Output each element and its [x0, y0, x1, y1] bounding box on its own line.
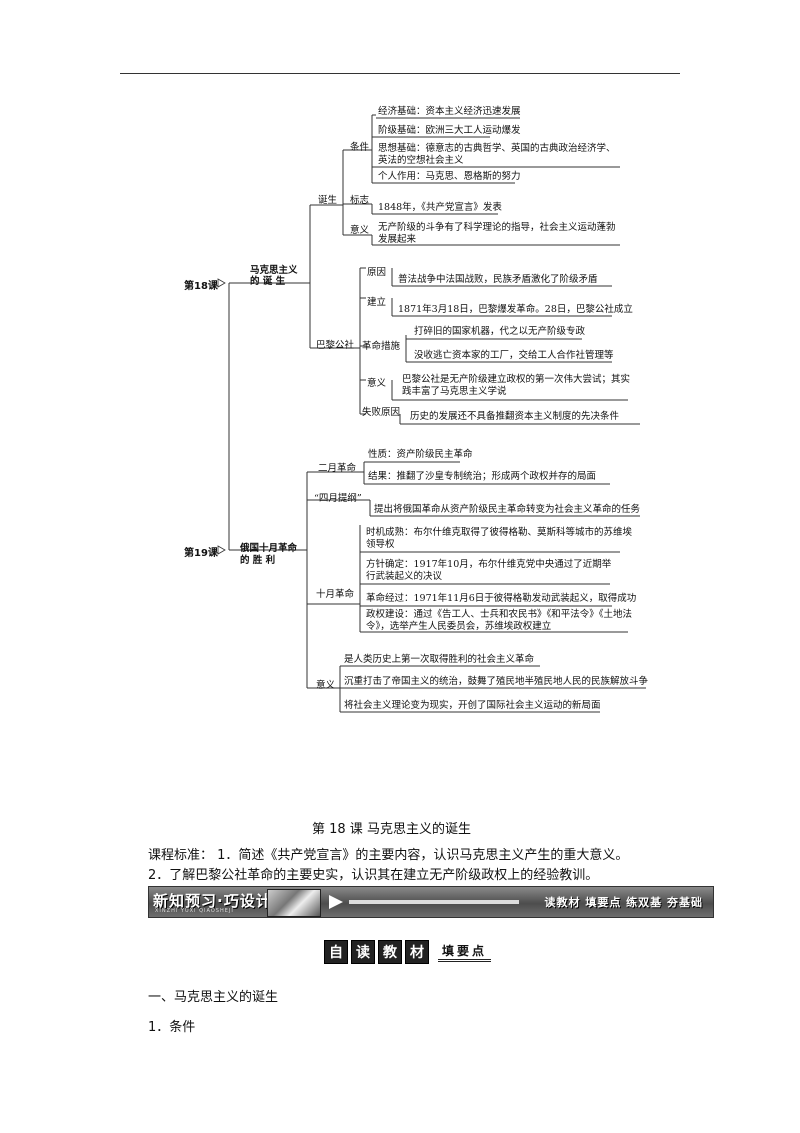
cause-label: 原因	[367, 267, 387, 278]
condition-item: 阶级基础：欧洲三大工人运动爆发	[378, 125, 521, 136]
banner-logo: 新知预习·巧设计	[153, 892, 272, 910]
symbol-text: 1848年，《共产党宣言》发表	[378, 202, 502, 213]
banner-band	[349, 900, 519, 904]
april-label: “四月提纲”	[314, 493, 362, 504]
lesson18-arrow-icon	[217, 278, 226, 288]
header-rule	[120, 73, 680, 74]
condition-item: 思想基础：德意志的古典哲学、英国的古典政治经济学、英法的空想社会主义	[378, 143, 616, 166]
banner-slogan: 读教材 填要点 练双基 夯基础	[544, 896, 703, 909]
self-read-char: 材	[405, 940, 429, 964]
failure-text: 历史的发展还不具备推翻资本主义制度的先决条件	[410, 411, 620, 422]
measure-item: 没收逃亡资本家的工厂，交给工人合作社管理等	[414, 350, 614, 361]
conditions-label: 条件	[350, 142, 370, 153]
birth-meaning-text: 无产阶级的斗争有了科学理论的指导，社会主义运动蓬勃发展起来	[378, 222, 616, 245]
founding-label: 建立	[367, 297, 387, 308]
measure-item: 打碎旧的国家机器，代之以无产阶级专政	[414, 326, 586, 337]
commune-meaning-label: 意义	[367, 378, 387, 389]
lesson19-title-2: 的 胜 利	[240, 555, 276, 566]
april-text: 提出将俄国革命从资产阶级民主革命转变为社会主义革命的任务	[374, 504, 641, 515]
founding-text: 1871年3月18日，巴黎爆发革命。28日，巴黎公社成立	[398, 304, 633, 315]
oct-meaning-label: 意义	[316, 680, 336, 691]
feb-item: 性质：资产阶级民主革命	[368, 449, 473, 460]
standard-line-2: 2．了解巴黎公社革命的主要史实，认识其在建立无产阶级政权上的经验教训。	[148, 868, 599, 883]
birth-label: 诞生	[318, 195, 338, 206]
lesson18-title-2: 的 诞 生	[250, 276, 286, 287]
lesson19-title-1: 俄国十月革命	[240, 543, 298, 554]
lesson18-label: 第18课	[184, 281, 218, 292]
commune-label: 巴黎公社	[316, 340, 355, 351]
failure-label: 失败原因	[362, 407, 401, 418]
lesson18-title-1: 马克思主义	[250, 265, 298, 276]
self-read-char: 读	[351, 940, 375, 964]
oct-item: 革命经过：1971年11月6日于彼得格勒发动武装起义，取得成功	[366, 593, 637, 604]
measures-label: 革命措施	[362, 341, 401, 352]
section-heading: 一、马克思主义的诞生	[148, 990, 279, 1005]
standard-line-1: 课程标准： 1．简述《共产党宣言》的主要内容，认识马克思主义产生的重大意义。	[148, 848, 629, 863]
symbol-label: 标志	[350, 195, 370, 206]
banner-subtitle: XINZHI YUXI QIAOSHEJI	[155, 908, 234, 914]
lesson19-arrow-icon	[217, 545, 226, 555]
oct-meaning-item: 将社会主义理论变为现实，开创了国际社会主义运动的新局面	[344, 700, 601, 711]
self-read-tag: 填要点	[438, 942, 492, 962]
lesson-heading: 第 18 课 马克思主义的诞生	[312, 822, 471, 837]
oct-label: 十月革命	[316, 589, 355, 600]
self-read-heading: 自 读 教 材 填要点	[324, 940, 492, 964]
preview-banner: 新知预习·巧设计 XINZHI YUXI QIAOSHEJI 读教材 填要点 练…	[148, 886, 714, 918]
oct-item: 时机成熟：布尔什维克取得了彼得格勒、莫斯科等城市的苏维埃领导权	[366, 527, 633, 550]
oct-meaning-item: 是人类历史上第一次取得胜利的社会主义革命	[344, 654, 535, 665]
play-arrow-icon	[329, 895, 343, 909]
feb-label: 二月革命	[318, 463, 357, 474]
feb-item: 结果：推翻了沙皇专制统治；形成两个政权并存的局面	[368, 471, 597, 482]
self-read-char: 教	[378, 940, 402, 964]
oct-item: 方针确定：1917年10月，布尔什维克党中央通过了近期举行武装起义的决议	[366, 559, 612, 582]
cause-text: 普法战争中法国战败，民族矛盾激化了阶级矛盾	[398, 274, 598, 285]
condition-item: 个人作用：马克思、恩格斯的努力	[378, 171, 521, 182]
self-read-char: 自	[324, 940, 348, 964]
lesson19-label: 第19课	[184, 548, 218, 559]
oct-item: 政权建设：通过《告工人、士兵和农民书》《和平法令》《土地法令》，选举产生人民委员…	[366, 609, 633, 632]
commune-meaning-text: 巴黎公社是无产阶级建立政权的第一次伟大尝试；其实践丰富了马克思主义学说	[402, 374, 631, 397]
subsection-heading: 1．条件	[148, 1020, 196, 1035]
birth-meaning-label: 意义	[350, 225, 370, 236]
banner-photo	[267, 889, 321, 917]
condition-item: 经济基础：资本主义经济迅速发展	[378, 106, 521, 117]
mindmap-lines	[217, 114, 646, 713]
oct-meaning-item: 沉重打击了帝国主义的统治，鼓舞了殖民地半殖民地人民的民族解放斗争	[344, 676, 649, 687]
